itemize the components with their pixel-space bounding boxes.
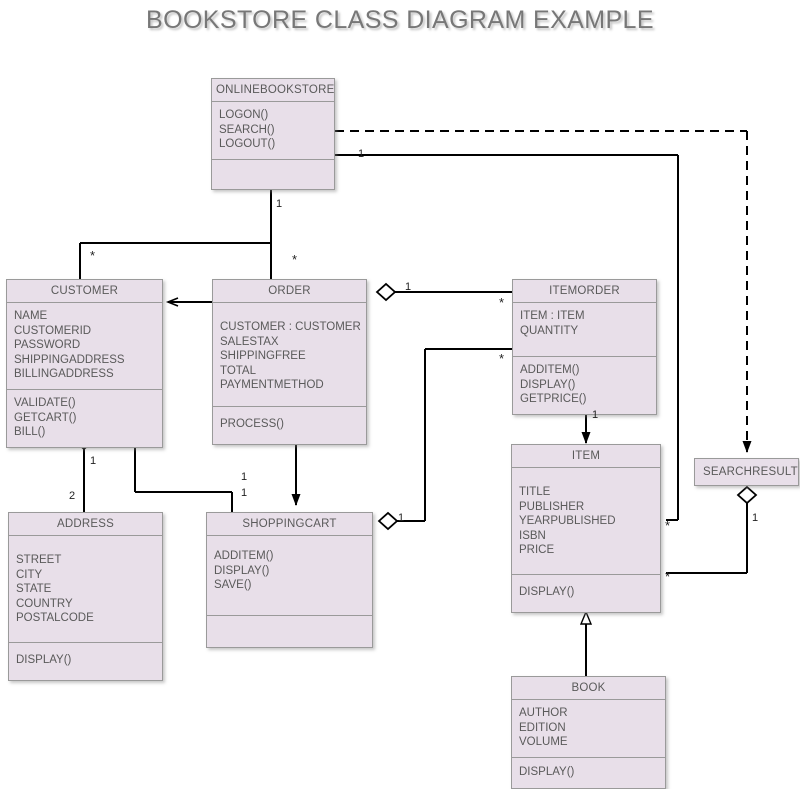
class-order[interactable]: ORDER CUSTOMER : CUSTOMER SALESTAX SHIPP… xyxy=(212,279,367,445)
multiplicity-customer-address-src: 1 xyxy=(90,455,97,467)
member-row: ADDITEM() xyxy=(214,550,274,562)
class-name-shoppingcart: SHOPPINGCART xyxy=(207,513,372,536)
class-extra-shoppingcart xyxy=(207,616,372,647)
member-row: ISBN xyxy=(519,529,546,542)
class-name-itemorder: ITEMORDER xyxy=(513,280,656,303)
class-address[interactable]: ADDRESS STREET CITY STATE COUNTRY POSTAL… xyxy=(8,512,163,681)
member-row: PUBLISHER xyxy=(519,500,585,513)
member-row: BILLINGADDRESS xyxy=(14,368,114,381)
member-row: GETPRICE() xyxy=(520,393,587,406)
multiplicity-searchresult-item-src: 1 xyxy=(752,512,759,524)
class-name-order: ORDER xyxy=(213,280,366,303)
member-row: YEARPUBLISHED xyxy=(519,515,616,528)
class-attributes-order: CUSTOMER : CUSTOMER SALESTAX SHIPPINGFRE… xyxy=(213,303,366,407)
class-extra-onlinebookstore xyxy=(212,160,334,189)
multiplicity-store-down: 1 xyxy=(276,198,283,210)
member-row: DISPLAY() xyxy=(519,765,575,778)
member-row: ITEM : ITEM xyxy=(520,310,585,322)
multiplicity-itemorder-right-star: * xyxy=(665,518,671,533)
member-row: STATE xyxy=(16,583,52,596)
class-name-book: BOOK xyxy=(512,677,665,700)
member-row: TOTAL xyxy=(220,364,256,377)
member-row: CITY xyxy=(16,568,43,581)
multiplicity-order-itemorder-src: 1 xyxy=(405,281,412,293)
member-row: SAVE() xyxy=(214,579,252,592)
class-itemorder[interactable]: ITEMORDER ITEM : ITEM QUANTITY ADDITEM()… xyxy=(512,279,657,415)
member-row: POSTALCODE xyxy=(16,612,94,625)
multiplicity-store-searchresult: 1 xyxy=(358,148,365,160)
class-operations-address: DISPLAY() xyxy=(9,643,162,680)
multiplicity-order-item-dst: * xyxy=(499,351,505,366)
member-row: BILL() xyxy=(14,426,46,439)
class-shoppingcart[interactable]: SHOPPINGCART ADDITEM() DISPLAY() SAVE() xyxy=(206,512,373,648)
member-row: CUSTOMER : CUSTOMER xyxy=(220,321,361,333)
class-name-customer: CUSTOMER xyxy=(7,280,162,303)
multiplicity-searchresult-item-dst: * xyxy=(665,569,671,584)
member-row: QUANTITY xyxy=(520,324,579,337)
multiplicity-customer-address-dst: 2 xyxy=(69,490,76,502)
class-operations-onlinebookstore: LOGON() SEARCH() LOGOUT() xyxy=(212,102,334,160)
member-row: DISPLAY() xyxy=(214,564,270,577)
class-customer[interactable]: CUSTOMER NAME CUSTOMERID PASSWORD SHIPPI… xyxy=(6,279,163,448)
member-row: PROCESS() xyxy=(220,417,284,430)
multiplicity-cart-item: 1 xyxy=(398,512,405,524)
class-name-searchresult: SEARCHRESULT xyxy=(703,466,798,478)
member-row: SHIPPINGFREE xyxy=(220,350,306,363)
member-row: COUNTRY xyxy=(16,597,73,610)
multiplicity-store-order: * xyxy=(292,252,298,267)
class-attributes-itemorder: ITEM : ITEM QUANTITY xyxy=(513,303,656,358)
class-attributes-address: STREET CITY STATE COUNTRY POSTALCODE xyxy=(9,536,162,643)
class-operations-shoppingcart: ADDITEM() DISPLAY() SAVE() xyxy=(207,536,372,616)
member-row: PAYMENTMETHOD xyxy=(220,379,324,392)
member-row: ADDITEM() xyxy=(520,364,580,377)
member-row: VOLUME xyxy=(519,736,568,749)
class-attributes-customer: NAME CUSTOMERID PASSWORD SHIPPINGADDRESS… xyxy=(7,303,162,390)
class-operations-book: DISPLAY() xyxy=(512,758,665,789)
member-row: PRICE xyxy=(519,544,555,557)
member-row: DISPLAY() xyxy=(519,585,575,598)
member-row: GETCART() xyxy=(14,411,77,424)
class-name-address: ADDRESS xyxy=(9,513,162,536)
member-row: AUTHOR xyxy=(519,707,568,719)
class-onlinebookstore[interactable]: ONLINEBOOKSTORE LOGON() SEARCH() LOGOUT(… xyxy=(211,78,335,190)
member-row: NAME xyxy=(14,310,48,322)
member-row: PASSWORD xyxy=(14,339,81,352)
member-row: DISPLAY() xyxy=(520,378,576,391)
member-row: LOGON() xyxy=(219,109,269,121)
page-title: BOOKSTORE CLASS DIAGRAM EXAMPLE xyxy=(146,6,654,34)
member-row: DISPLAY() xyxy=(16,653,72,666)
member-row: STREET xyxy=(16,554,62,566)
multiplicity-cart-b: 1 xyxy=(241,487,248,499)
member-row: SALESTAX xyxy=(220,335,279,348)
member-row: CUSTOMERID xyxy=(14,324,92,337)
class-searchresult[interactable]: SEARCHRESULT xyxy=(694,458,799,486)
multiplicity-store-customer: * xyxy=(90,248,96,263)
class-attributes-book: AUTHOR EDITION VOLUME xyxy=(512,700,665,758)
multiplicity-cart-a: 1 xyxy=(241,471,248,483)
member-row: VALIDATE() xyxy=(14,396,76,409)
class-operations-order: PROCESS() xyxy=(213,407,366,444)
class-name-onlinebookstore: ONLINEBOOKSTORE xyxy=(212,79,334,102)
class-book[interactable]: BOOK AUTHOR EDITION VOLUME DISPLAY() xyxy=(511,676,666,789)
class-operations-customer: VALIDATE() GETCART() BILL() xyxy=(7,390,162,447)
member-row: SHIPPINGADDRESS xyxy=(14,353,125,366)
class-item[interactable]: ITEM TITLE PUBLISHER YEARPUBLISHED ISBN … xyxy=(511,444,661,613)
class-operations-itemorder: ADDITEM() DISPLAY() GETPRICE() xyxy=(513,357,656,414)
multiplicity-order-itemorder-dst: * xyxy=(499,295,505,310)
class-attributes-item: TITLE PUBLISHER YEARPUBLISHED ISBN PRICE xyxy=(512,468,660,575)
member-row: EDITION xyxy=(519,721,566,734)
member-row: SEARCH() xyxy=(219,123,275,136)
member-row: LOGOUT() xyxy=(219,138,276,151)
multiplicity-itemorder-item: 1 xyxy=(592,409,599,421)
class-name-item: ITEM xyxy=(512,445,660,468)
class-operations-item: DISPLAY() xyxy=(512,575,660,612)
member-row: TITLE xyxy=(519,486,551,498)
